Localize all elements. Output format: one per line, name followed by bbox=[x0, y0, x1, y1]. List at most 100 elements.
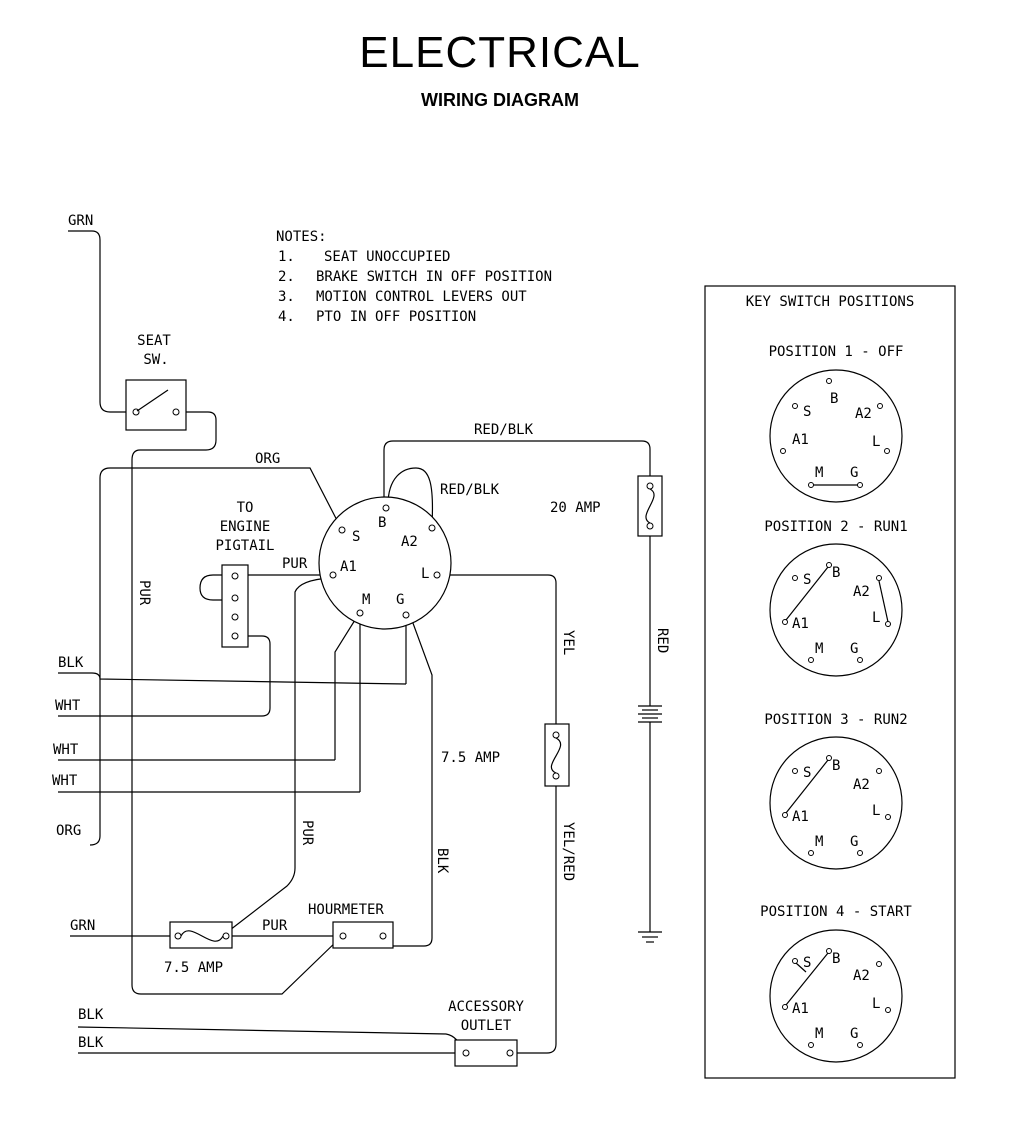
kp3-g: G bbox=[850, 834, 858, 850]
kp1-m-dot bbox=[808, 482, 814, 488]
note-2-text: BRAKE SWITCH IN OFF POSITION bbox=[316, 269, 552, 285]
fuse-accessory: 7.5 AMP bbox=[441, 723, 570, 787]
kp1-m: M bbox=[815, 465, 823, 481]
kp1-l-dot bbox=[884, 448, 890, 454]
kp3-a1: A1 bbox=[792, 809, 809, 825]
wire-label-blk-bottom-2: BLK bbox=[78, 1035, 104, 1051]
kp4-b-dot bbox=[826, 948, 832, 954]
wire-blk-1 bbox=[58, 672, 407, 685]
wires bbox=[58, 230, 651, 1054]
kp2-m-dot bbox=[808, 657, 814, 663]
kp2-bridge-a1-b bbox=[785, 566, 829, 621]
kp3-s: S bbox=[803, 765, 811, 781]
key-position-3-dial bbox=[769, 736, 903, 870]
key-position-4-label: POSITION 4 - START bbox=[760, 904, 912, 920]
kp3-m-dot bbox=[808, 850, 814, 856]
key-switch-panel-title: KEY SWITCH POSITIONS bbox=[746, 294, 915, 310]
kp4-a1-dot bbox=[782, 1004, 788, 1010]
fuse-accessory-label: 7.5 AMP bbox=[441, 750, 500, 766]
wire-yel-red bbox=[512, 786, 557, 1054]
seat-switch: SEAT SW. bbox=[125, 333, 187, 431]
notes-block: NOTES: 1. SEAT UNOCCUPIED 2. BRAKE SWITC… bbox=[276, 229, 552, 325]
key-position-4-dial bbox=[769, 929, 903, 1063]
kp3-m: M bbox=[815, 834, 823, 850]
engine-pigtail-label-line3: PIGTAIL bbox=[215, 538, 274, 554]
fuse-20-amp-terminal-top bbox=[646, 482, 654, 490]
key-position-2-label: POSITION 2 - RUN1 bbox=[764, 519, 907, 535]
hourmeter-terminal-right bbox=[379, 932, 387, 940]
kp2-l: L bbox=[872, 610, 880, 626]
seat-switch-label-line2: SW. bbox=[143, 352, 168, 368]
wire-label-grn-top: GRN bbox=[68, 213, 93, 229]
wire-label-wht-2: WHT bbox=[53, 742, 79, 758]
wire-label-red: RED bbox=[654, 628, 670, 653]
kp1-a2: A2 bbox=[855, 406, 872, 422]
page-subtitle: WIRING DIAGRAM bbox=[421, 90, 579, 110]
wire-blk-bottom-1 bbox=[77, 1026, 465, 1054]
seat-switch-label-line1: SEAT bbox=[137, 333, 171, 349]
wire-yel bbox=[440, 574, 557, 726]
kp1-s: S bbox=[803, 404, 811, 420]
kp2-a1: A1 bbox=[792, 616, 809, 632]
wire-label-wht-1: WHT bbox=[55, 698, 81, 714]
wire-label-yel-red: YEL/RED bbox=[560, 822, 576, 881]
kp2-a1-dot bbox=[782, 619, 788, 625]
ignition-terminal-a1 bbox=[329, 571, 337, 579]
wire-label-org-lower: ORG bbox=[56, 823, 81, 839]
accessory-outlet-label-line2: OUTLET bbox=[461, 1018, 512, 1034]
kp3-b: B bbox=[832, 758, 840, 774]
seat-switch-box bbox=[125, 379, 187, 431]
ignition-terminal-s bbox=[338, 526, 346, 534]
wire-label-blk-1: BLK bbox=[58, 655, 84, 671]
kp3-l-dot bbox=[885, 814, 891, 820]
ignition-terminal-a2-label: A2 bbox=[401, 534, 418, 550]
wire-pur-a1 bbox=[199, 574, 330, 601]
kp2-s-dot bbox=[792, 575, 798, 581]
kp3-l: L bbox=[872, 803, 880, 819]
hourmeter: HOURMETER bbox=[308, 902, 394, 949]
fuse-20-amp-terminal-bottom bbox=[646, 522, 654, 530]
kp3-g-dot bbox=[857, 850, 863, 856]
kp1-g-dot bbox=[857, 482, 863, 488]
kp2-m: M bbox=[815, 641, 823, 657]
kp3-s-dot bbox=[792, 768, 798, 774]
accessory-outlet: ACCESSORY OUTLET bbox=[448, 999, 525, 1067]
accessory-outlet-label-line1: ACCESSORY bbox=[448, 999, 524, 1015]
fuse-20-amp-label: 20 AMP bbox=[550, 500, 601, 516]
wire-red-blk-loop bbox=[387, 467, 434, 526]
kp3-a2-dot bbox=[876, 768, 882, 774]
kp1-s-dot bbox=[792, 403, 798, 409]
wire-m-branch bbox=[334, 611, 361, 760]
seat-switch-contact bbox=[136, 389, 169, 412]
wire-label-grn-bottom: GRN bbox=[70, 918, 95, 934]
key-position-1-dial bbox=[769, 369, 903, 503]
ignition-terminal-g-label: G bbox=[396, 592, 404, 608]
fuse-20-amp-element bbox=[645, 488, 655, 524]
kp4-a2: A2 bbox=[853, 968, 870, 984]
fuse-hourmeter-terminal-left bbox=[174, 932, 182, 940]
kp2-b: B bbox=[832, 565, 840, 581]
kp3-a1-dot bbox=[782, 812, 788, 818]
fuse-hourmeter-terminal-right bbox=[222, 932, 230, 940]
kp3-b-dot bbox=[826, 755, 832, 761]
wire-label-pur-mid: PUR bbox=[299, 820, 315, 846]
kp1-a2-dot bbox=[877, 403, 883, 409]
wire-label-org-upper: ORG bbox=[255, 451, 280, 467]
kp2-a2-dot bbox=[876, 575, 882, 581]
kp2-b-dot bbox=[826, 562, 832, 568]
note-3-text: MOTION CONTROL LEVERS OUT bbox=[316, 289, 527, 305]
wire-blk-mid bbox=[392, 614, 433, 947]
key-position-4: POSITION 4 - START B S A2 A1 L M G bbox=[760, 904, 912, 1063]
note-4-number: 4. bbox=[278, 309, 295, 325]
kp1-l: L bbox=[872, 434, 880, 450]
pigtail-pin-4 bbox=[231, 632, 239, 640]
fuse-20-amp: 20 AMP bbox=[550, 475, 663, 537]
kp1-a1: A1 bbox=[792, 432, 809, 448]
wire-labels: GRN ORG RED/BLK RED/BLK PUR BLK WHT WHT … bbox=[52, 213, 670, 1051]
accessory-outlet-terminal-right bbox=[506, 1049, 514, 1057]
wire-red-blk-top bbox=[383, 440, 651, 520]
note-4-text: PTO IN OFF POSITION bbox=[316, 309, 476, 325]
pigtail-pin-2 bbox=[231, 594, 239, 602]
note-1-number: 1. bbox=[278, 249, 295, 265]
